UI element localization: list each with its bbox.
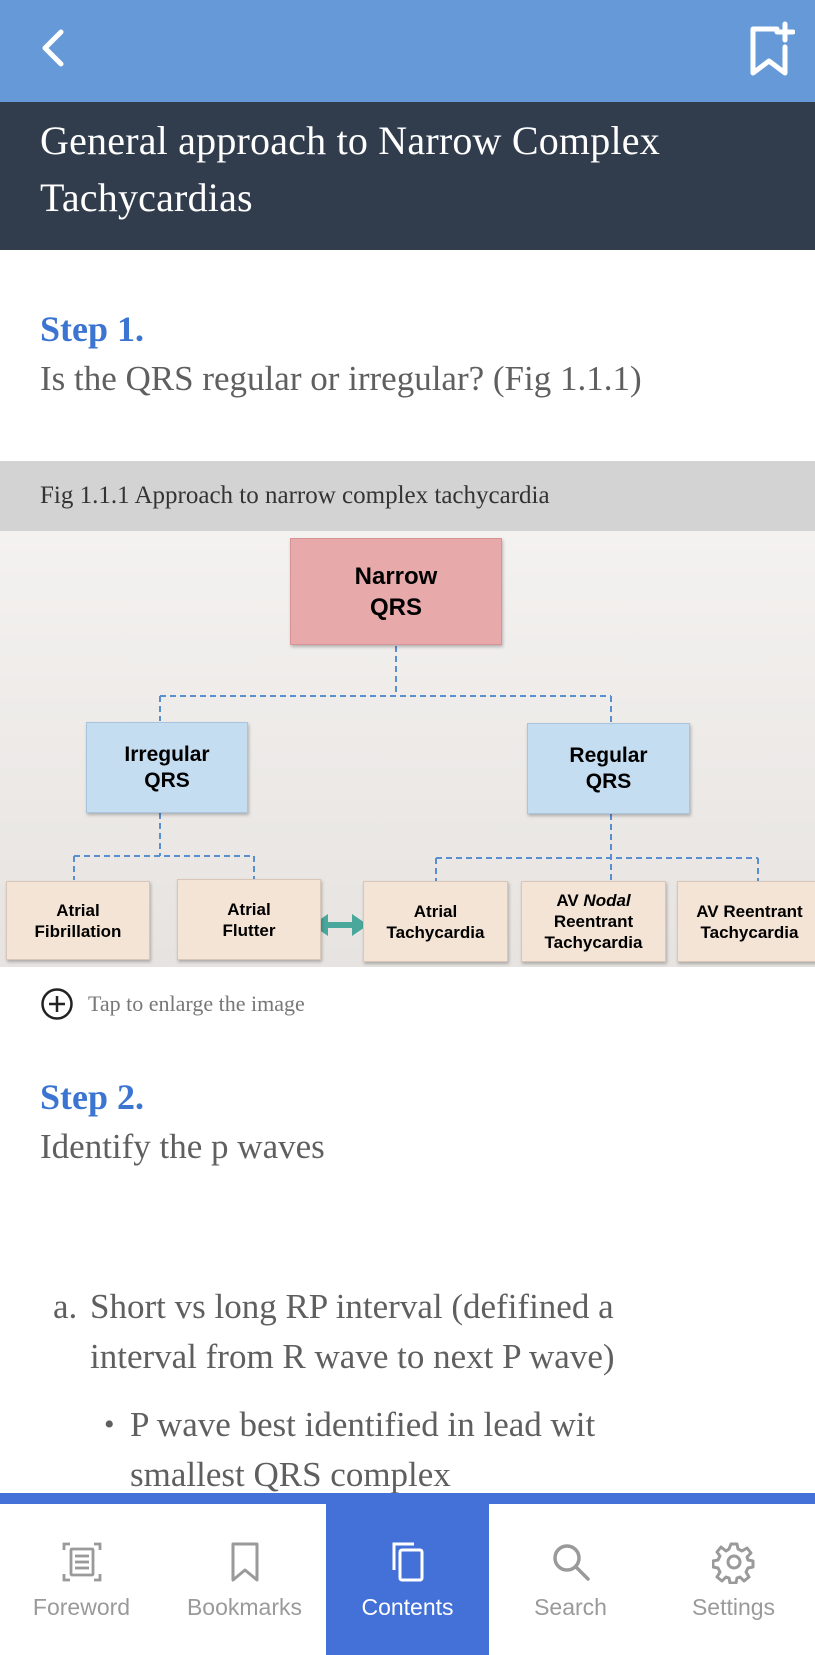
contents-icon xyxy=(392,1542,423,1582)
tab-contents[interactable]: Contents xyxy=(326,1504,489,1655)
enlarge-image-hint[interactable]: Tap to enlarge the image xyxy=(40,986,305,1022)
tab-foreword[interactable]: Foreword xyxy=(0,1504,163,1655)
tab-bar-accent-line xyxy=(0,1493,815,1504)
node-av-nodal-reentrant-rest: Reentrant Tachycardia xyxy=(544,912,643,952)
node-irregular-qrs-label: Irregular QRS xyxy=(124,742,210,792)
node-av-nodal-reentrant: AV Nodal Reentrant Tachycardia xyxy=(521,881,666,962)
node-av-nodal-reentrant-line1: AV Nodal xyxy=(556,890,630,911)
back-button[interactable] xyxy=(22,18,82,78)
node-narrow-qrs: Narrow QRS xyxy=(290,538,502,645)
plus-circle-icon xyxy=(41,988,73,1020)
enlarge-image-label: Tap to enlarge the image xyxy=(88,991,305,1016)
step-1-title: Step 1. xyxy=(40,309,145,349)
node-atrial-fibrillation: Atrial Fibrillation xyxy=(6,881,150,960)
flowchart-figure[interactable]: Narrow QRS Irregular QRS Regular QRS Atr… xyxy=(0,531,815,967)
step-1-text: Is the QRS regular or irregular? (Fig 1.… xyxy=(40,359,642,398)
add-bookmark-button[interactable] xyxy=(741,14,801,84)
gear-icon xyxy=(711,1542,754,1584)
connector-irregular-branch xyxy=(73,813,255,880)
node-narrow-qrs-label: Narrow QRS xyxy=(354,562,438,621)
step-2-title: Step 2. xyxy=(40,1077,145,1117)
step-2-text: Identify the p waves xyxy=(40,1127,325,1166)
tab-search-label: Search xyxy=(534,1594,607,1620)
list-item-a-marker: a. xyxy=(53,1287,78,1326)
node-av-nodal-italic: Nodal xyxy=(583,891,631,910)
node-av-reentrant-tachycardia-label: AV Reentrant Tachycardia xyxy=(696,901,803,942)
list-item-bullet: • P wave best identified in lead wit sma… xyxy=(104,1400,684,1500)
node-atrial-tachycardia-label: Atrial Tachycardia xyxy=(386,901,485,942)
connector-root-branch xyxy=(159,646,612,722)
tab-bookmarks[interactable]: Bookmarks xyxy=(163,1504,326,1655)
figure-caption: Fig 1.1.1 Approach to narrow complex tac… xyxy=(40,482,550,509)
list-item-a: a. Short vs long RP interval (defifined … xyxy=(53,1282,693,1382)
list-item-bullet-marker: • xyxy=(104,1408,115,1441)
node-av-reentrant-tachycardia: AV Reentrant Tachycardia xyxy=(677,881,815,962)
bottom-tab-bar: Foreword Bookmarks Contents Search xyxy=(0,1504,815,1655)
bookmark-icon xyxy=(231,1542,258,1582)
node-atrial-fibrillation-label: Atrial Fibrillation xyxy=(34,900,122,941)
list-item-a-line1: Short vs long RP interval (defifined a xyxy=(90,1287,614,1326)
chevron-left-icon xyxy=(42,29,64,67)
top-bar xyxy=(0,0,815,102)
tab-settings[interactable]: Settings xyxy=(652,1504,815,1655)
page-title-band: General approach to Narrow Complex Tachy… xyxy=(0,102,815,250)
node-atrial-tachycardia: Atrial Tachycardia xyxy=(363,881,508,962)
connector-regular-branch xyxy=(435,814,759,881)
list-item-bullet-line1: P wave best identified in lead wit xyxy=(130,1405,596,1444)
list-item-a-line2: interval from R wave to next P wave) xyxy=(90,1337,615,1376)
tab-contents-label: Contents xyxy=(361,1594,454,1620)
flowchart-connectors xyxy=(73,646,759,936)
node-regular-qrs: Regular QRS xyxy=(527,723,690,814)
node-atrial-flutter-label: Atrial Flutter xyxy=(222,899,276,940)
node-atrial-flutter: Atrial Flutter xyxy=(177,879,321,960)
tab-search[interactable]: Search xyxy=(489,1504,652,1655)
tab-settings-label: Settings xyxy=(691,1594,776,1620)
foreword-icon xyxy=(62,1542,101,1582)
node-irregular-qrs: Irregular QRS xyxy=(86,722,248,813)
tab-foreword-label: Foreword xyxy=(32,1594,131,1620)
tab-bookmarks-label: Bookmarks xyxy=(186,1594,303,1620)
search-icon xyxy=(552,1544,590,1581)
node-regular-qrs-label: Regular QRS xyxy=(569,743,648,793)
figure-caption-bar: Fig 1.1.1 Approach to narrow complex tac… xyxy=(0,461,815,531)
bookmark-add-icon xyxy=(750,21,795,76)
node-av-nodal-prefix: AV xyxy=(556,891,584,910)
list-item-bullet-line2: smallest QRS complex xyxy=(130,1455,451,1494)
page-title: General approach to Narrow Complex Tachy… xyxy=(40,118,660,220)
